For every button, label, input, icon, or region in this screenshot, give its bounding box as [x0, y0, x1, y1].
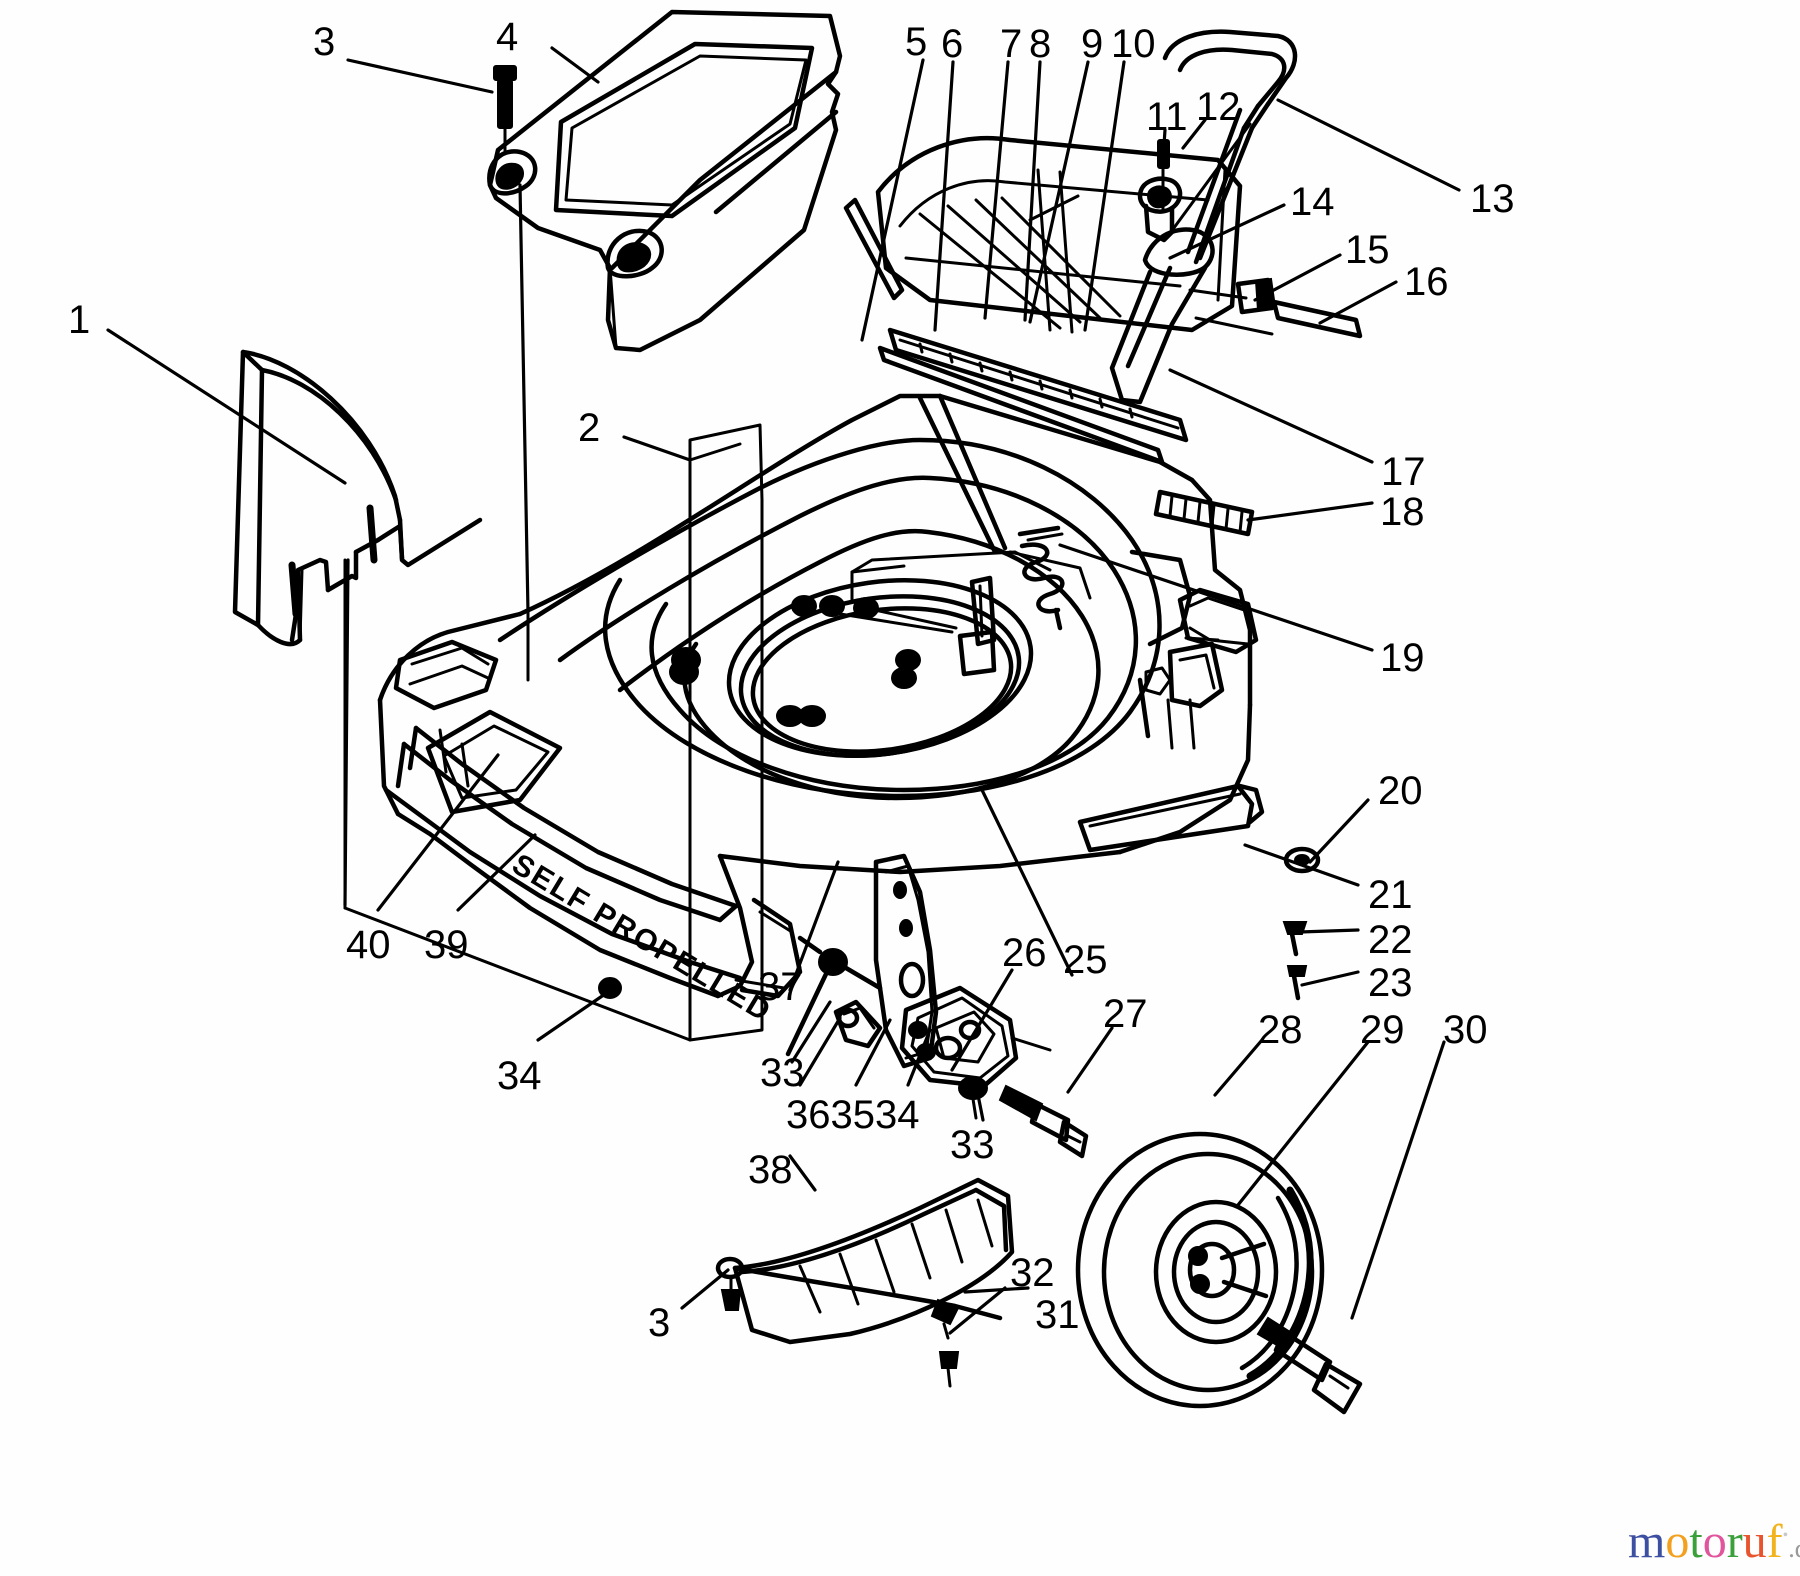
callout-13: 13: [1470, 177, 1515, 221]
callout-23: 23: [1368, 961, 1413, 1005]
svg-text:SELF PROPELLED: SELF PROPELLED: [506, 848, 777, 1029]
part-wheel-bracket-assembly: [785, 853, 1089, 1159]
callout-30: 30: [1443, 1008, 1488, 1052]
callout-37: 37: [758, 965, 803, 1009]
deck-label-self-propelled: SELF PROPELLED: [506, 848, 777, 1029]
callout-26: 26: [1002, 931, 1047, 975]
watermark-suffix: .de: [1788, 1534, 1800, 1563]
part-19-spring: [1017, 525, 1065, 631]
callout-29: 29: [1360, 1008, 1405, 1052]
part-mower-deck-housing: SELF PROPELLED: [377, 393, 1259, 1029]
leader-lines: [106, 46, 1461, 1335]
callout-15: 15: [1345, 228, 1390, 272]
part-grass-catcher-bag: [487, 9, 843, 353]
watermark-dot-accent: •: [1782, 1527, 1789, 1544]
watermark-letter-r: r: [1726, 1515, 1743, 1568]
callout-6: 6: [941, 22, 964, 66]
part-16-rod: [1271, 299, 1363, 339]
callout-1: 1: [68, 298, 91, 342]
watermark-letter-o2: o: [1702, 1515, 1727, 1568]
part-wheel-assembly: [1075, 1131, 1363, 1415]
callout-25: 25: [1063, 938, 1108, 982]
callout-40: 40: [346, 923, 391, 967]
callout-20: 20: [1378, 769, 1423, 813]
callout-19: 19: [1380, 636, 1425, 680]
callout-4: 4: [496, 15, 519, 59]
deck-lower-outline: [343, 458, 764, 1042]
callout-33-a: 33: [760, 1051, 805, 1095]
callout-32: 32: [1010, 1251, 1055, 1295]
callout-5: 5: [905, 20, 928, 64]
watermark-letter-f: f: [1766, 1515, 1783, 1568]
callout-39: 39: [424, 923, 469, 967]
motoruf-watermark: motoruf•.de: [1628, 1518, 1800, 1566]
callout-3-top: 3: [313, 20, 336, 64]
callout-9: 9: [1081, 22, 1104, 66]
callout-33-b: 33: [950, 1123, 995, 1167]
callout-3-bottom: 3: [648, 1301, 671, 1345]
callout-18: 18: [1380, 490, 1425, 534]
callout-27: 27: [1103, 992, 1148, 1036]
callout-7: 7: [1000, 22, 1023, 66]
callout-36-35-34-group: 363534: [786, 1093, 920, 1137]
part-18-toothed-rail: [1153, 489, 1255, 537]
callout-34: 34: [497, 1054, 542, 1098]
watermark-letter-u: u: [1742, 1515, 1767, 1568]
callout-14: 14: [1290, 180, 1335, 224]
callout-16: 16: [1404, 260, 1449, 304]
part-rear-deflector-shield: [232, 349, 483, 647]
callout-10: 10: [1111, 22, 1156, 66]
part-height-adjust-rod: [1077, 783, 1321, 1001]
watermark-letter-t: t: [1689, 1515, 1703, 1568]
part-screw-top: [493, 65, 517, 154]
part-34-bolt: [598, 977, 622, 999]
callout-21: 21: [1368, 873, 1413, 917]
watermark-letter-o1: o: [1665, 1515, 1690, 1568]
part-15-spacer: [1235, 277, 1277, 315]
part-38-rear-skirt: [715, 1177, 1015, 1388]
callout-12: 12: [1196, 85, 1241, 129]
callout-38: 38: [748, 1148, 793, 1192]
callout-8: 8: [1029, 22, 1052, 66]
watermark-letter-m: m: [1628, 1515, 1666, 1568]
callout-17: 17: [1381, 450, 1426, 494]
callout-2: 2: [578, 406, 601, 450]
callout-11: 11: [1146, 95, 1188, 139]
callout-28: 28: [1258, 1008, 1303, 1052]
part-small-plate: [688, 423, 764, 502]
callout-31: 31: [1035, 1293, 1080, 1337]
callout-22: 22: [1368, 918, 1413, 962]
